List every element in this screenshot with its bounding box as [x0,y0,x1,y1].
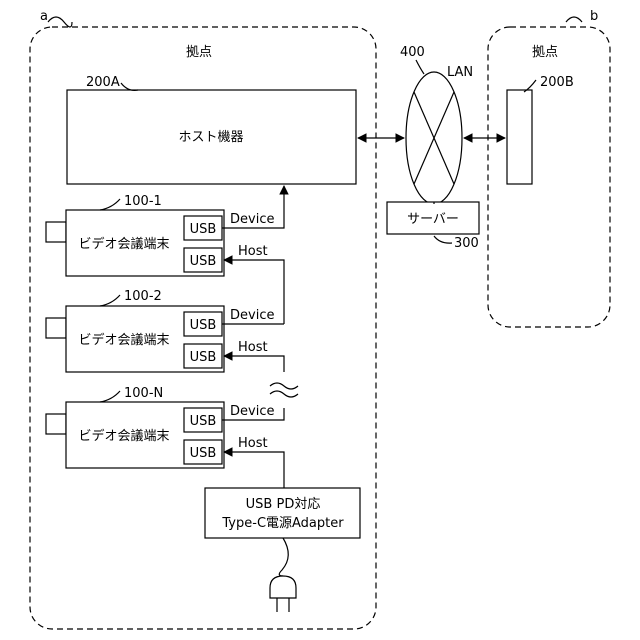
terminal-1-leader [100,199,120,210]
site-a-ref: a [40,9,48,24]
terminal-1-usb-bottom-label: USB [190,254,217,269]
lan-label: LAN [447,65,473,80]
terminal-n-label: ビデオ会議端末 [78,428,169,444]
cable-adapter-to-tn-host [224,452,284,488]
terminal-1-usb-top-label: USB [190,222,217,237]
adapter-line-2: Type-C電源Adapter [221,516,344,531]
terminal-2: ビデオ会議端末 USB USB 100-2 Device Host [46,289,274,372]
terminal-n-usb-top-label: USB [190,414,217,429]
continuation-wave-1 [270,383,298,389]
terminal-2-label: ビデオ会議端末 [78,332,169,348]
terminal-2-ref: 100-2 [124,289,162,304]
terminal-n-host-label: Host [238,436,268,451]
server-leader [434,236,452,243]
terminal-n-camera [46,414,66,434]
site-a-leader [48,17,72,27]
lan-ref: 400 [400,45,425,60]
terminal-2-camera [46,318,66,338]
adapter-line-1: USB PD対応 [246,497,321,512]
power-cord [279,538,288,576]
terminal-1-host-label: Host [238,244,268,259]
host-device-leader [121,83,138,90]
lan-ref-leader [416,60,424,74]
terminal-1-camera [46,222,66,242]
site-b-region [488,27,610,327]
site-a-title: 拠点 [186,45,212,60]
terminal-1-device-label: Device [230,212,274,227]
terminal-2-leader [100,295,120,306]
terminal-n-usb-bottom-label: USB [190,446,217,461]
server-label: サーバー [407,212,459,227]
host-device-label: ホスト機器 [178,130,243,145]
terminal-2-host-label: Host [238,340,268,355]
terminal-1: ビデオ会議端末 USB USB 100-1 Device Host [46,194,274,276]
host-device-ref: 200A [86,75,120,90]
terminal-1-label: ビデオ会議端末 [78,236,169,252]
terminal-n: ビデオ会議端末 USB USB 100-N Device Host [46,386,274,468]
remote-device-ref: 200B [540,75,574,90]
site-b-ref: b [590,9,598,24]
terminal-2-device-label: Device [230,308,274,323]
remote-device-box [507,90,532,184]
site-b-title: 拠点 [532,45,558,60]
continuation-wave-2 [270,391,298,397]
cable-to-t2-host [224,356,284,372]
site-b-leader [566,17,582,22]
terminal-2-usb-bottom-label: USB [190,350,217,365]
terminal-2-usb-top-label: USB [190,318,217,333]
terminal-n-device-label: Device [230,404,274,419]
power-plug-icon [270,576,296,612]
terminal-n-leader [100,391,120,402]
terminal-n-ref: 100-N [124,386,163,401]
server-ref: 300 [454,236,479,251]
terminal-1-ref: 100-1 [124,194,162,209]
